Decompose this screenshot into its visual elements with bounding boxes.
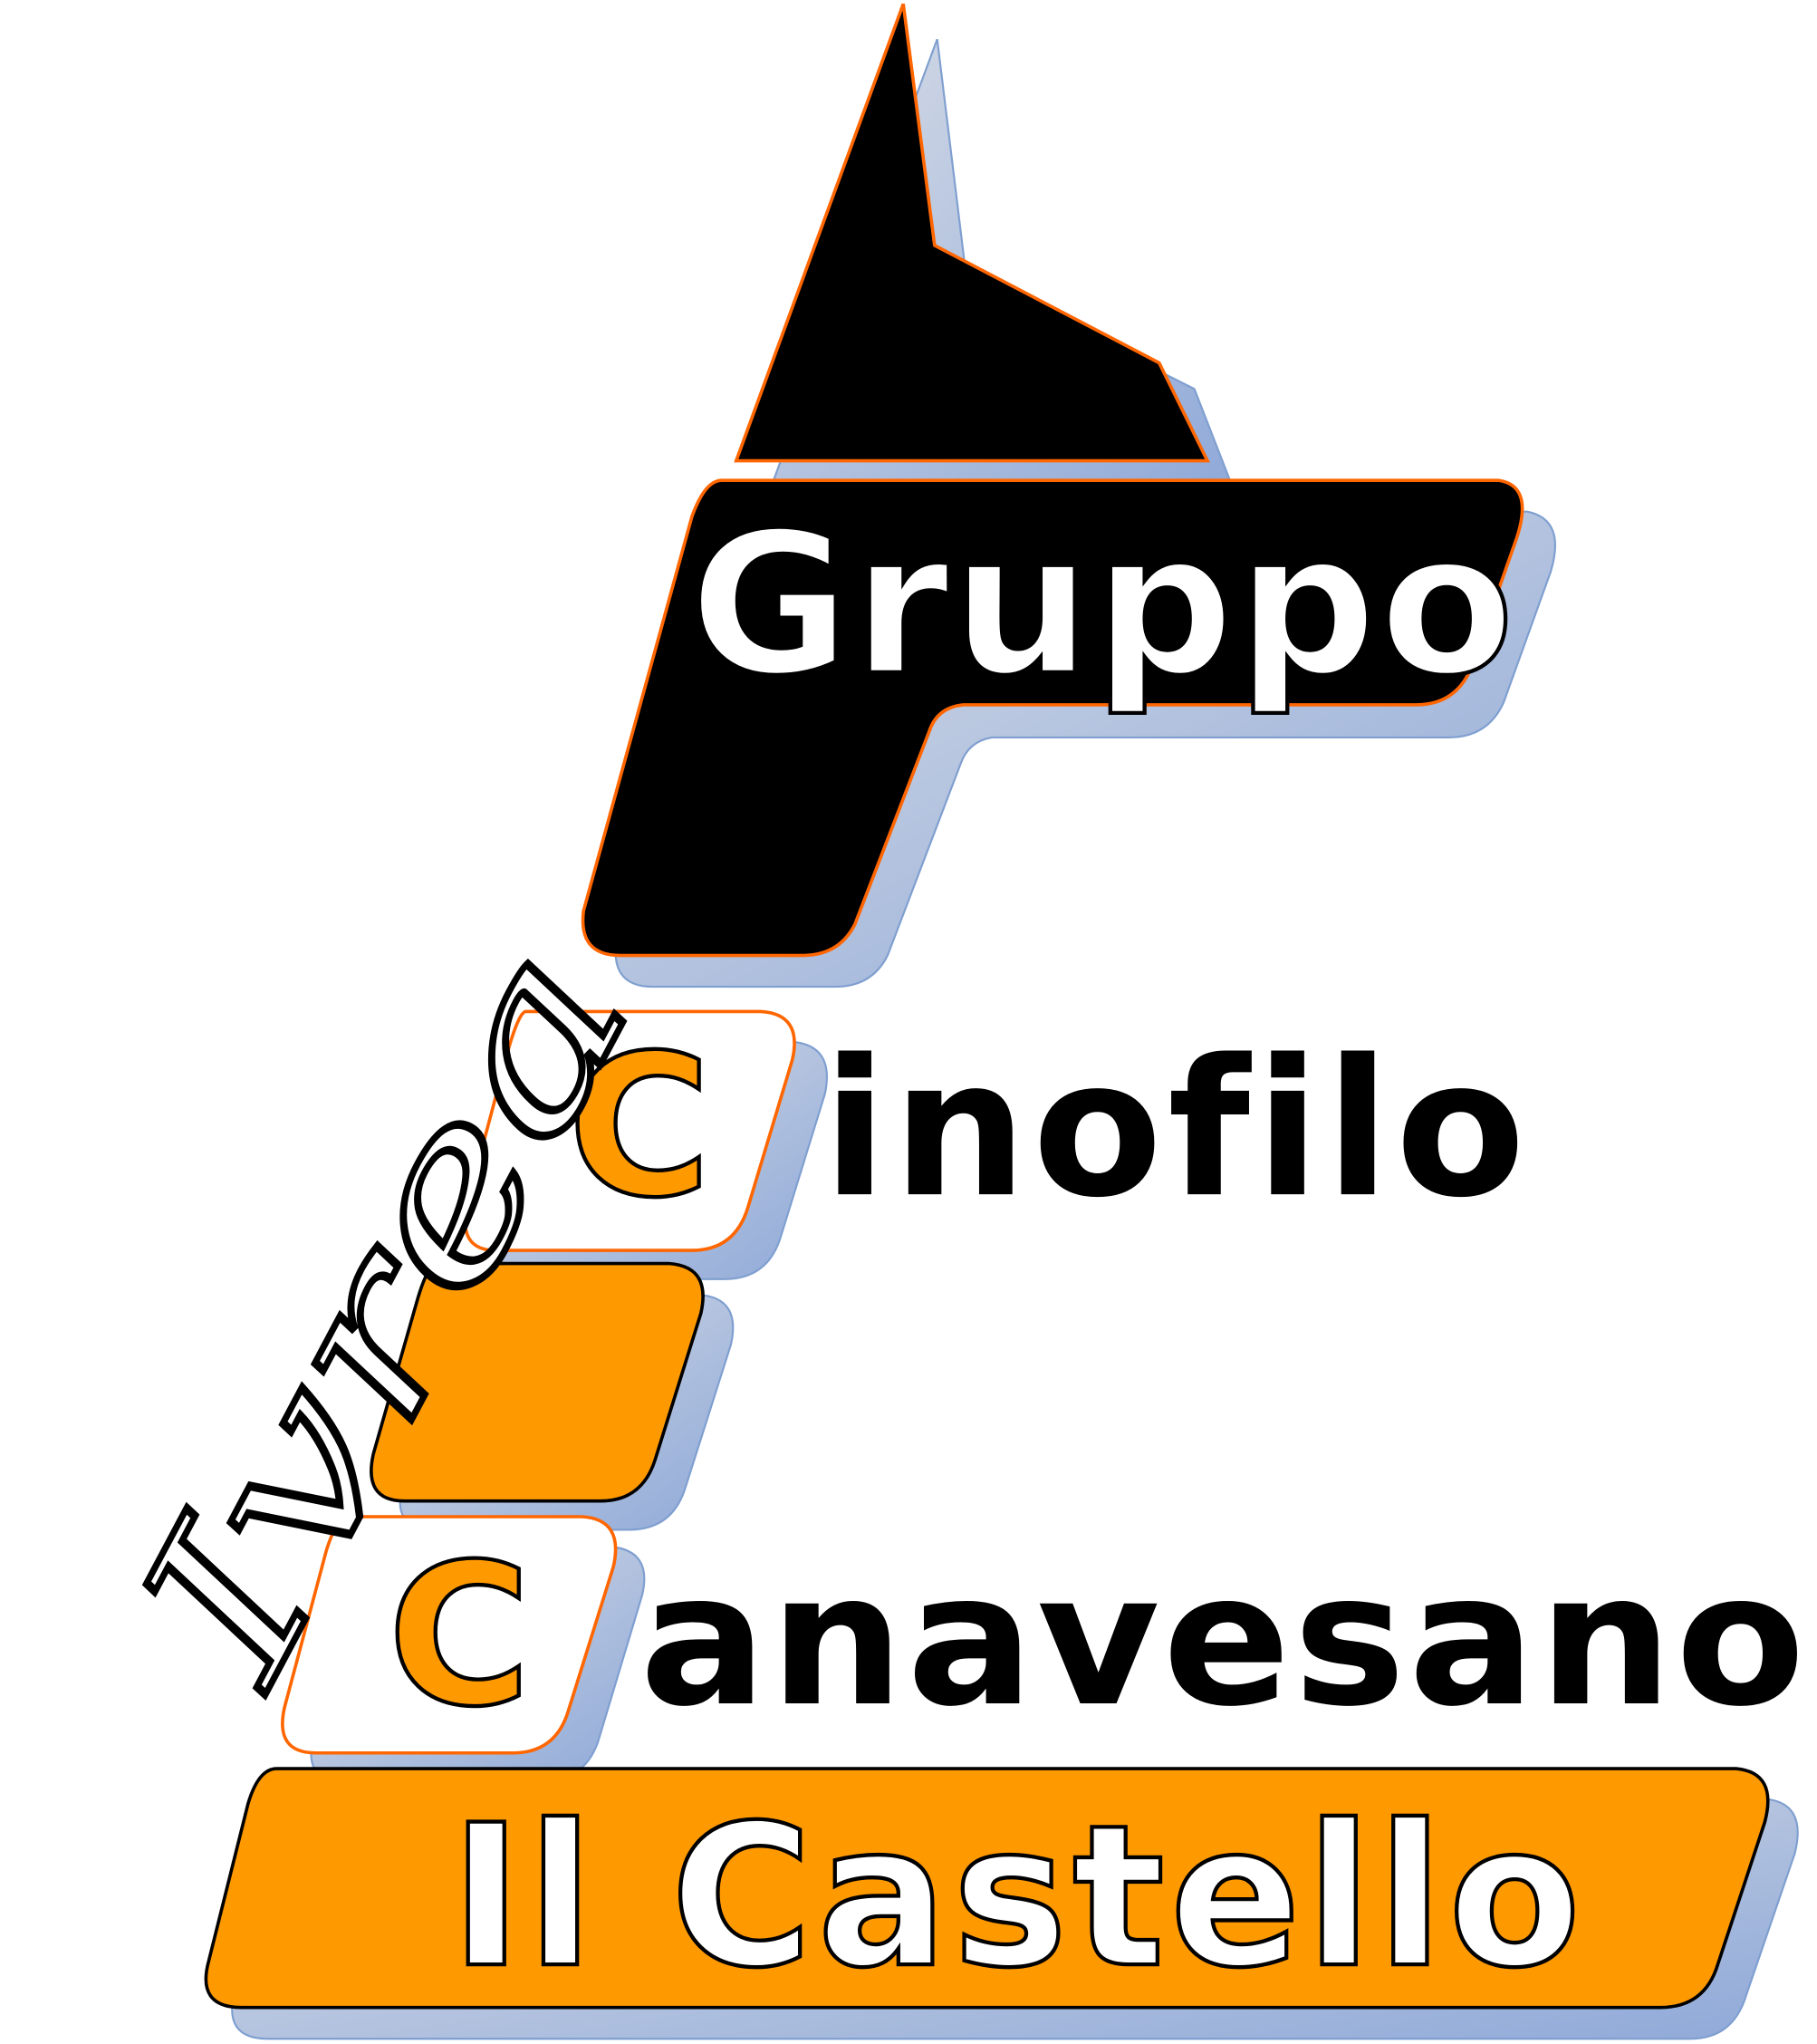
il-castello-text: Il Castello [450, 1782, 1586, 2010]
bottom-c-box [281, 1515, 618, 1755]
anavesano-text: anavesano [639, 1534, 1808, 1747]
gruppo-text: Gruppo [689, 490, 1516, 718]
dog-ear-shape [734, 3, 1210, 463]
top-c-box [463, 1009, 796, 1252]
il-castello-bar [204, 1767, 1770, 2010]
inofilo-text: inofilo [822, 1019, 1531, 1239]
bottom-c-letter: C [388, 1521, 532, 1750]
orange-middle-box [370, 1261, 705, 1503]
gruppo-block [581, 478, 1524, 958]
top-c-letter: C [568, 1012, 712, 1240]
